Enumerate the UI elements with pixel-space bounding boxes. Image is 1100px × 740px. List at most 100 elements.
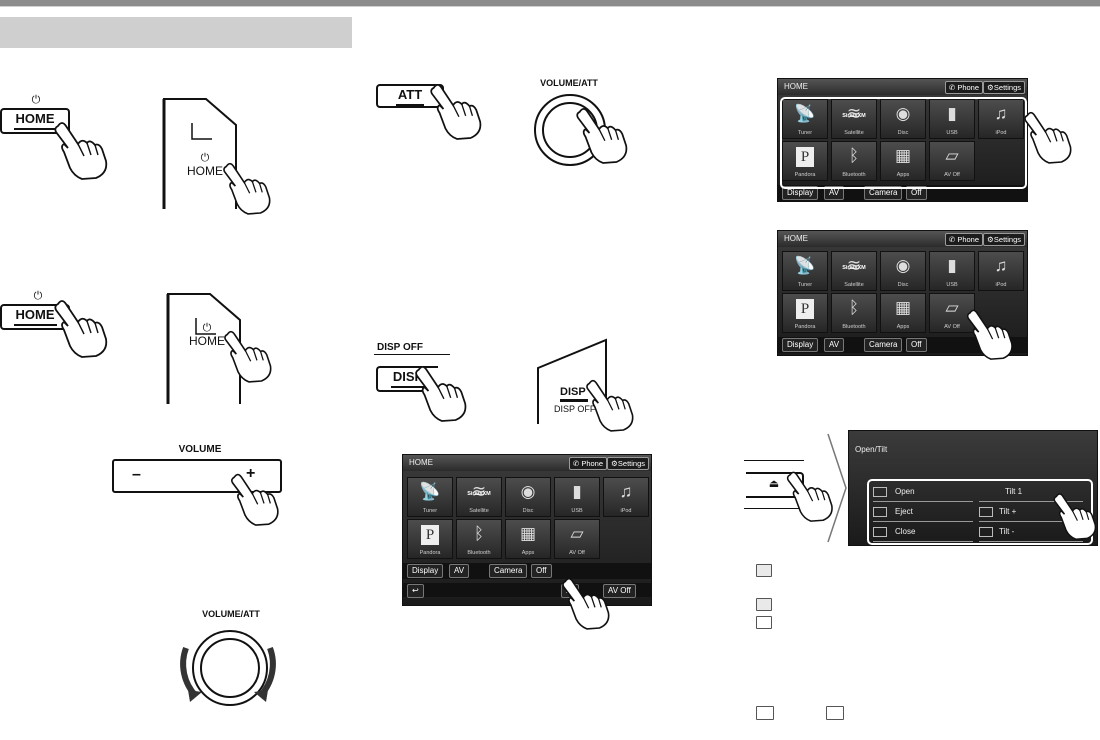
disp-off-panel-label: DISP OFF (554, 404, 596, 414)
arrow-right-icon (826, 432, 848, 549)
pointing-hand-icon (52, 296, 110, 358)
source-tile-av-off[interactable]: ▱AV Off (929, 141, 975, 181)
source-tile-disc[interactable]: ◉Disc (880, 99, 926, 139)
phone-button[interactable]: ✆ Phone (944, 233, 983, 246)
bottom-button-camera[interactable]: Camera (489, 564, 528, 578)
bottom-button-av[interactable]: AV (824, 186, 845, 200)
back-arrow-icon: ↩ (412, 586, 419, 595)
tilt-button[interactable]: Tilt 1 (1005, 487, 1023, 496)
home-key-label: HOME (13, 110, 57, 130)
siriusxm-icon: ≋ (846, 104, 862, 123)
disp-panel-label: DISP (560, 386, 586, 398)
bottom-button-off[interactable]: Off (906, 186, 927, 200)
source-tile-tuner[interactable]: 📡Tuner (782, 251, 828, 291)
source-tile-tuner[interactable]: 📡Tuner (782, 99, 828, 139)
pointing-hand-icon (1050, 490, 1100, 540)
source-tile-usb[interactable]: ▮USB (554, 477, 600, 517)
volume-label: VOLUME (178, 444, 222, 455)
bottom-button-camera[interactable]: Camera (864, 338, 903, 352)
source-tile-tuner[interactable]: 📡Tuner (407, 477, 453, 517)
bottom-button-av-off[interactable]: AV Off (603, 584, 636, 598)
att-key-label: ATT (395, 86, 425, 106)
tilt-button[interactable]: Tilt + (979, 505, 1079, 519)
bluetooth-icon: ᛒ (473, 524, 485, 543)
volume-rocker[interactable] (112, 459, 282, 493)
pandora-icon: P (783, 145, 827, 167)
source-tile-disc[interactable]: ◉Disc (880, 251, 926, 291)
bottom-button-off[interactable]: Off (531, 564, 552, 578)
usb-icon: ▮ (572, 482, 582, 501)
device-panel (162, 97, 238, 209)
pointing-hand-icon (221, 158, 273, 216)
screen-icon: ▱ (570, 524, 584, 543)
selection-highlight (867, 479, 1093, 545)
source-tile-ipod[interactable]: ♫iPod (603, 477, 649, 517)
volume-down-button[interactable]: – (132, 466, 141, 483)
phone-icon: ✆ (948, 235, 958, 244)
source-tile-usb[interactable]: ▮USB (929, 251, 975, 291)
section-heading-bar (0, 17, 352, 48)
volume-att-knob[interactable] (192, 630, 268, 706)
gear-icon: ⚙ (987, 83, 994, 92)
eject-button[interactable]: Eject (873, 505, 973, 519)
bottom-button-display[interactable]: Display (782, 186, 819, 200)
source-tile-ipod[interactable]: ♫iPod (978, 99, 1024, 139)
tilt-button[interactable]: Tilt - (979, 525, 1079, 539)
back-button[interactable]: ↩ (407, 584, 424, 598)
divider (744, 460, 804, 461)
phone-button[interactable]: ✆ Phone (944, 81, 983, 94)
source-tile-usb[interactable]: ▮USB (929, 99, 975, 139)
source-tile-av-off[interactable]: ▱AV Off (554, 519, 600, 559)
volume-att-label: VOLUME/ATT (202, 609, 260, 619)
close-icon (873, 526, 887, 537)
source-tile-av-off[interactable]: ▱AV Off (929, 293, 975, 333)
bottom-button-display[interactable]: Display (407, 564, 444, 578)
bottom-button-display[interactable]: Display (782, 338, 819, 352)
source-tile-ipod[interactable]: ♫iPod (978, 251, 1024, 291)
close-button[interactable]: Close (873, 525, 973, 539)
antenna-icon: 📡 (794, 256, 816, 275)
source-tile-apps[interactable]: ▦Apps (505, 519, 551, 559)
pointing-hand-icon (412, 362, 470, 422)
pointing-hand-icon (428, 80, 484, 140)
open-button[interactable]: Open (873, 485, 973, 499)
source-tile-disc[interactable]: ◉Disc (505, 477, 551, 517)
open-icon (756, 564, 772, 577)
power-icon: ⏻ (33, 290, 43, 302)
pandora-icon: P (408, 523, 452, 545)
antenna-icon: 📡 (794, 104, 816, 123)
bottom-button-off[interactable]: Off (906, 338, 927, 352)
settings-button[interactable]: ⚙Settings (983, 81, 1025, 94)
device-panel (536, 338, 610, 424)
volume-up-button[interactable]: + (246, 465, 256, 482)
pointing-hand-icon (227, 470, 283, 526)
settings-button[interactable]: ⚙Settings (607, 457, 649, 470)
selection-highlight (780, 97, 1027, 189)
att-key[interactable]: ATT (376, 84, 444, 108)
pointing-hand-icon (964, 306, 1016, 360)
bottom-button-av[interactable]: AV (824, 338, 845, 352)
usb-icon: ▮ (947, 256, 957, 275)
settings-button[interactable]: ⚙Settings (983, 233, 1025, 246)
tilt-icon (979, 526, 993, 537)
source-tile-apps[interactable]: ▦Apps (880, 141, 926, 181)
home-title: HOME (784, 82, 808, 91)
source-tile-apps[interactable]: ▦Apps (880, 293, 926, 333)
top-rule-thin (0, 6, 1100, 7)
disp-off-label: DISP OFF (377, 342, 423, 353)
phone-button[interactable]: ✆ Phone (568, 457, 607, 470)
usb-icon: ▮ (947, 104, 957, 123)
bottom-button-av[interactable]: AV (449, 564, 470, 578)
phone-icon: ✆ (948, 83, 958, 92)
bottom-button-camera[interactable]: Camera (864, 186, 903, 200)
